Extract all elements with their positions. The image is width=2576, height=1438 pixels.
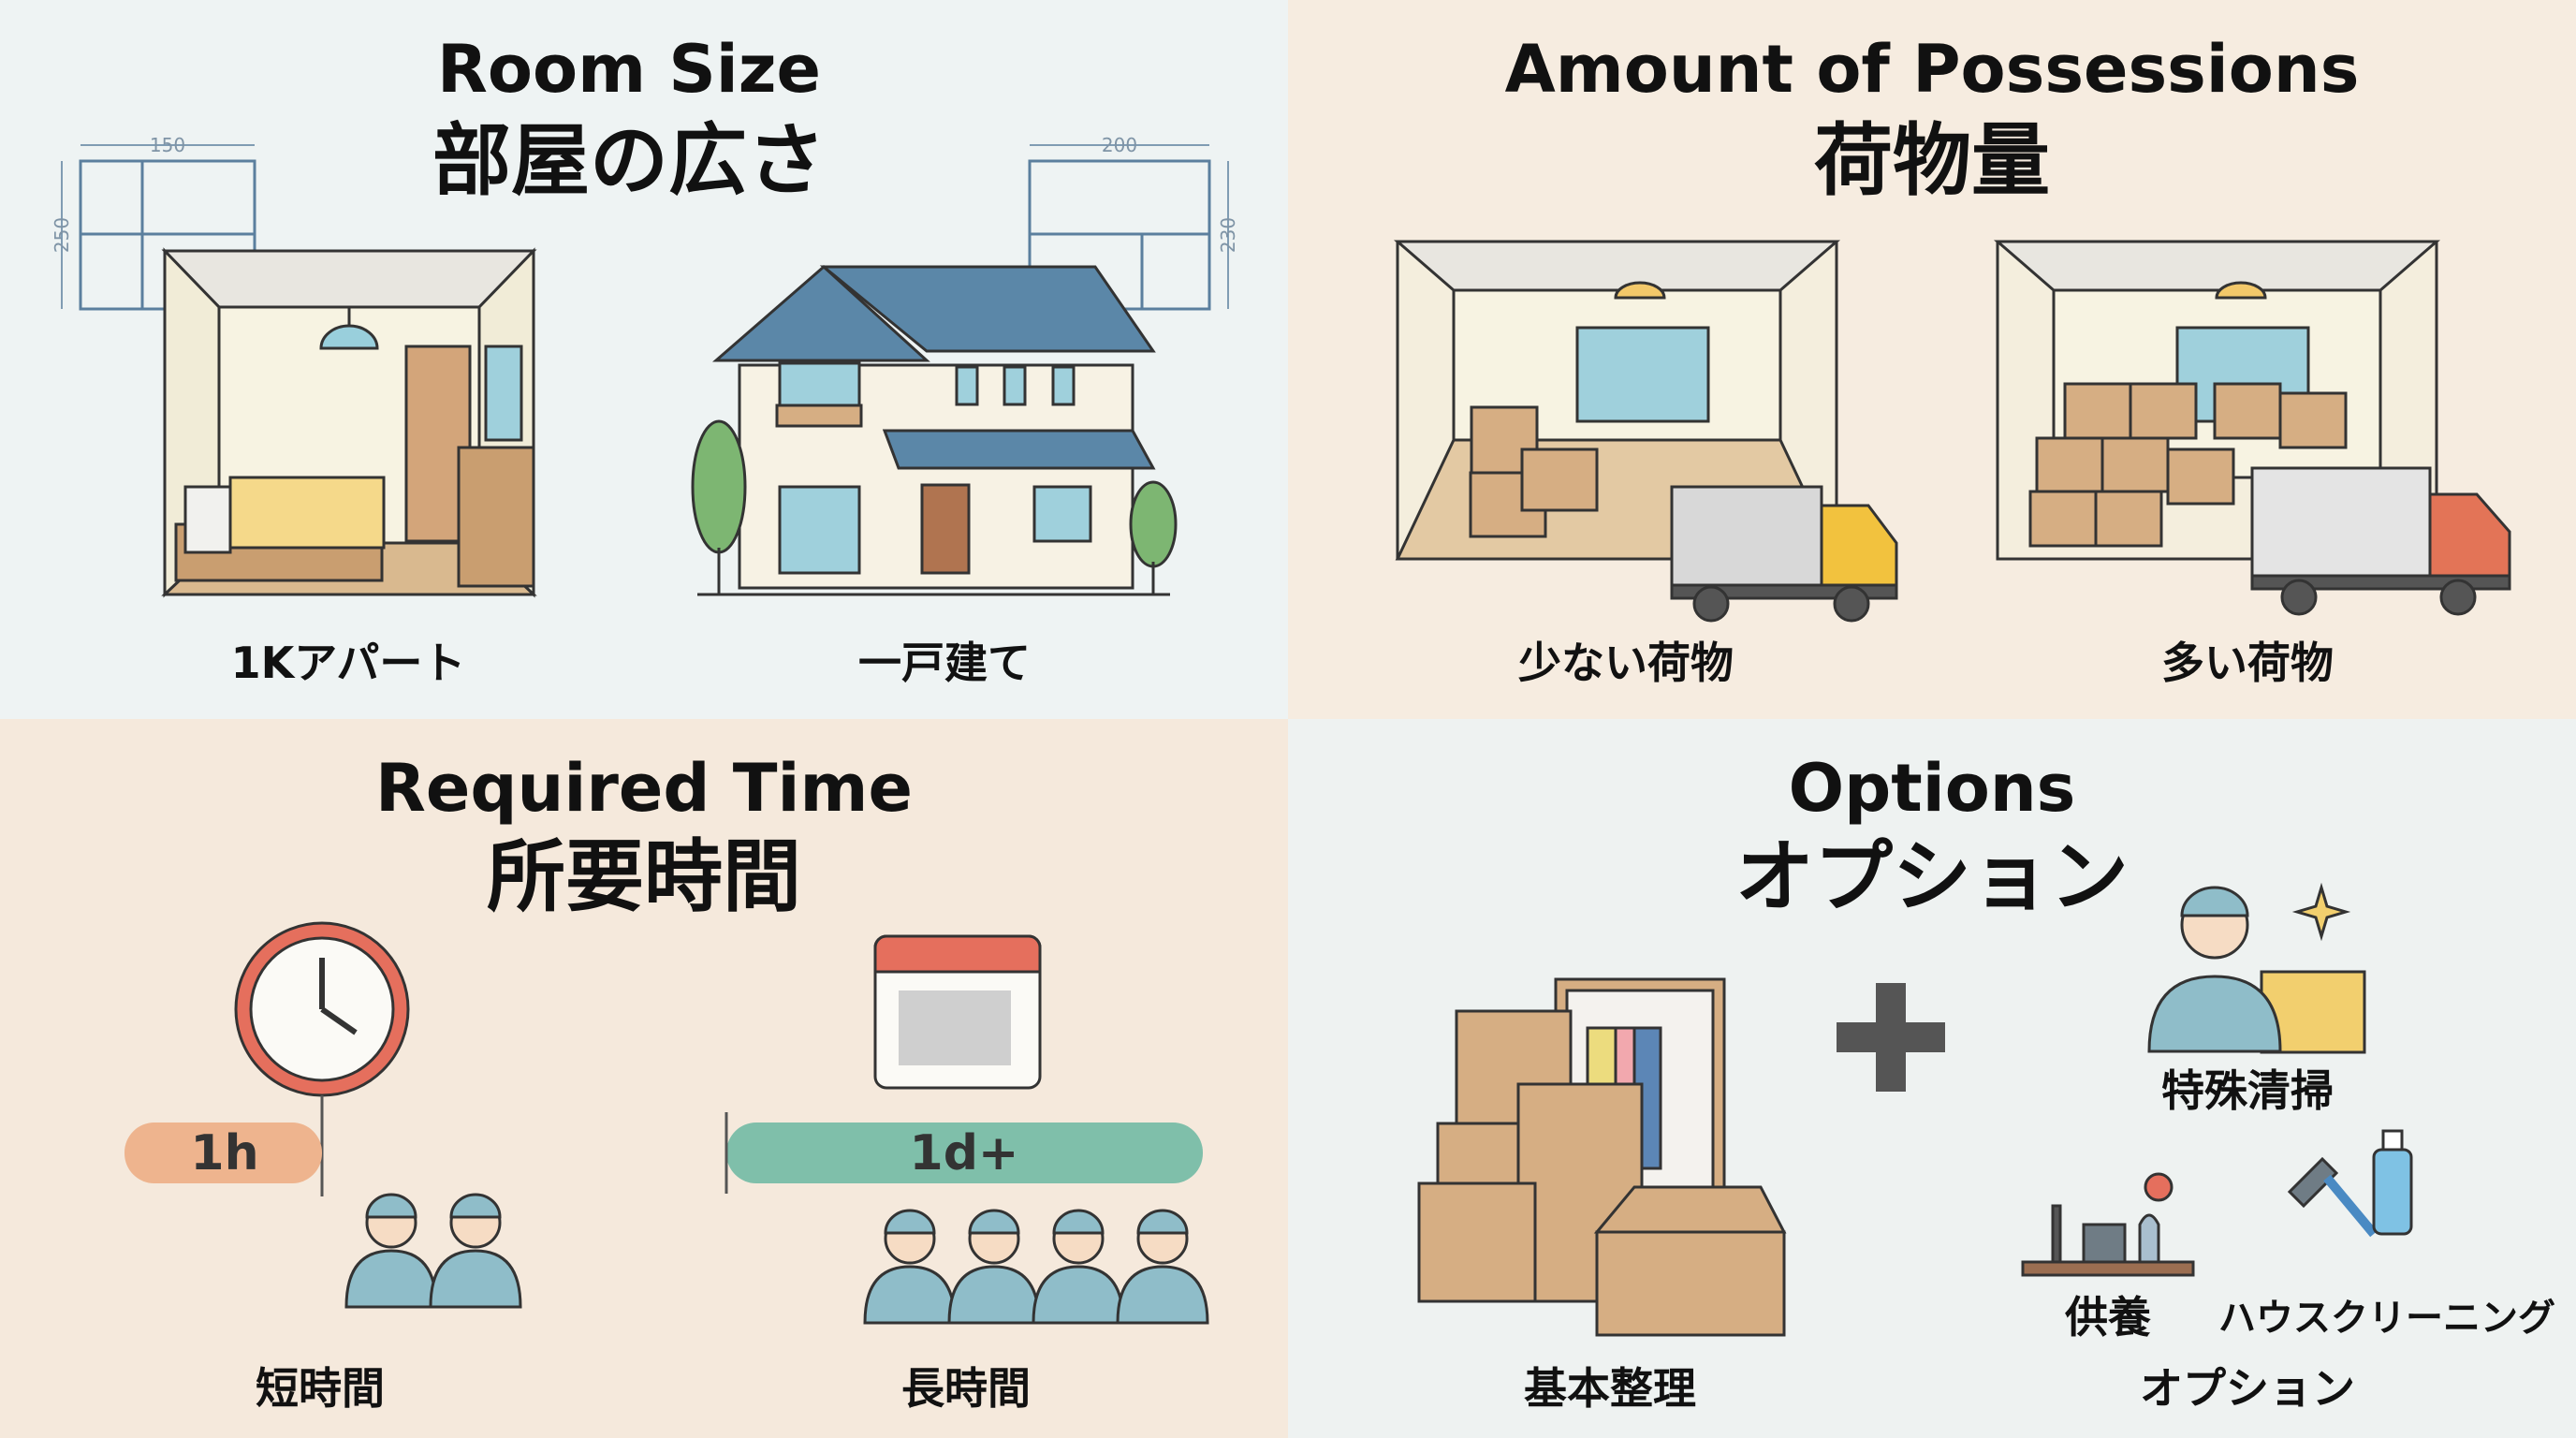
possessions-panel: Amount of Possessions 荷物量 少ない荷物 多い荷物 [1288, 0, 2576, 719]
worker-icon [947, 1209, 1041, 1325]
clock-icon [234, 921, 410, 1097]
plan-right-width: 200 [1101, 134, 1138, 156]
options-illustration [1417, 882, 2413, 1337]
worker-icon [344, 1193, 438, 1309]
worker-icon [1116, 1209, 1209, 1325]
possessions-title-jp: 荷物量 [1813, 114, 2051, 207]
short-time-label: 短時間 [256, 1363, 385, 1414]
required-time-title-jp: 所要時間 [486, 830, 802, 923]
options-title-en: Options [1788, 750, 2076, 827]
short-time-bar [124, 1123, 322, 1183]
worker-icon [1032, 1209, 1125, 1325]
worker-icon [863, 1209, 957, 1325]
required-time-title-en: Required Time [375, 750, 913, 827]
room-size-title-jp: 部屋の広さ [432, 114, 827, 207]
basic-organizing-label: 基本整理 [1524, 1363, 1696, 1414]
memorial-altar-icon [2021, 1172, 2195, 1277]
plus-icon [1837, 983, 1945, 1092]
apartment-label: 1Kアパート [230, 638, 466, 688]
special-cleaning-worker-icon [2147, 882, 2366, 1054]
room-size-panel: Room Size 部屋の広さ 150 250 200 230 1Kアパート 一… [0, 0, 1288, 719]
plan-left-width: 150 [149, 134, 186, 156]
options-panel: Options オプション 特殊清掃 供養 ハウスクリーニング 基本整理 オプシ… [1288, 719, 2576, 1438]
long-bar-label: 1d+ [909, 1125, 1019, 1181]
house-icon [691, 264, 1178, 596]
plan-right-height: 230 [1217, 216, 1239, 254]
large-truck-icon [2250, 466, 2511, 616]
long-time-label: 長時間 [901, 1363, 1031, 1414]
required-time-panel: Required Time 所要時間 1h 1d+ 短時間 長時間 [0, 719, 1288, 1438]
worker-icon [429, 1193, 522, 1309]
house-cleaning-icon [2287, 1129, 2413, 1238]
options-label: オプション [2140, 1363, 2355, 1414]
room-size-title-en: Room Size [436, 31, 822, 108]
options-title-jp: オプション [1734, 830, 2130, 923]
memorial-label: 供養 [2065, 1292, 2151, 1343]
many-items-label: 多い荷物 [2161, 638, 2334, 688]
small-truck-icon [1670, 485, 1898, 623]
house-label: 一戸建て [858, 638, 1031, 688]
two-workers-icon [344, 1193, 522, 1309]
long-time-bar [726, 1123, 1203, 1183]
house-cleaning-label: ハウスクリーニング [2218, 1297, 2555, 1340]
short-bar-label: 1h [190, 1125, 259, 1181]
cardboard-boxes-icon [1417, 1009, 1787, 1337]
special-cleaning-label: 特殊清掃 [2161, 1065, 2334, 1116]
room-size-illustration [61, 144, 1229, 598]
four-workers-icon [863, 1209, 1209, 1325]
apartment-room-icon [161, 247, 537, 598]
possessions-illustration [1393, 240, 2511, 623]
possessions-title-en: Amount of Possessions [1504, 31, 2360, 108]
required-time-illustration [124, 921, 1209, 1325]
plan-left-height: 250 [51, 216, 73, 254]
calendar-icon [873, 934, 1042, 1090]
few-items-label: 少ない荷物 [1518, 638, 1734, 688]
